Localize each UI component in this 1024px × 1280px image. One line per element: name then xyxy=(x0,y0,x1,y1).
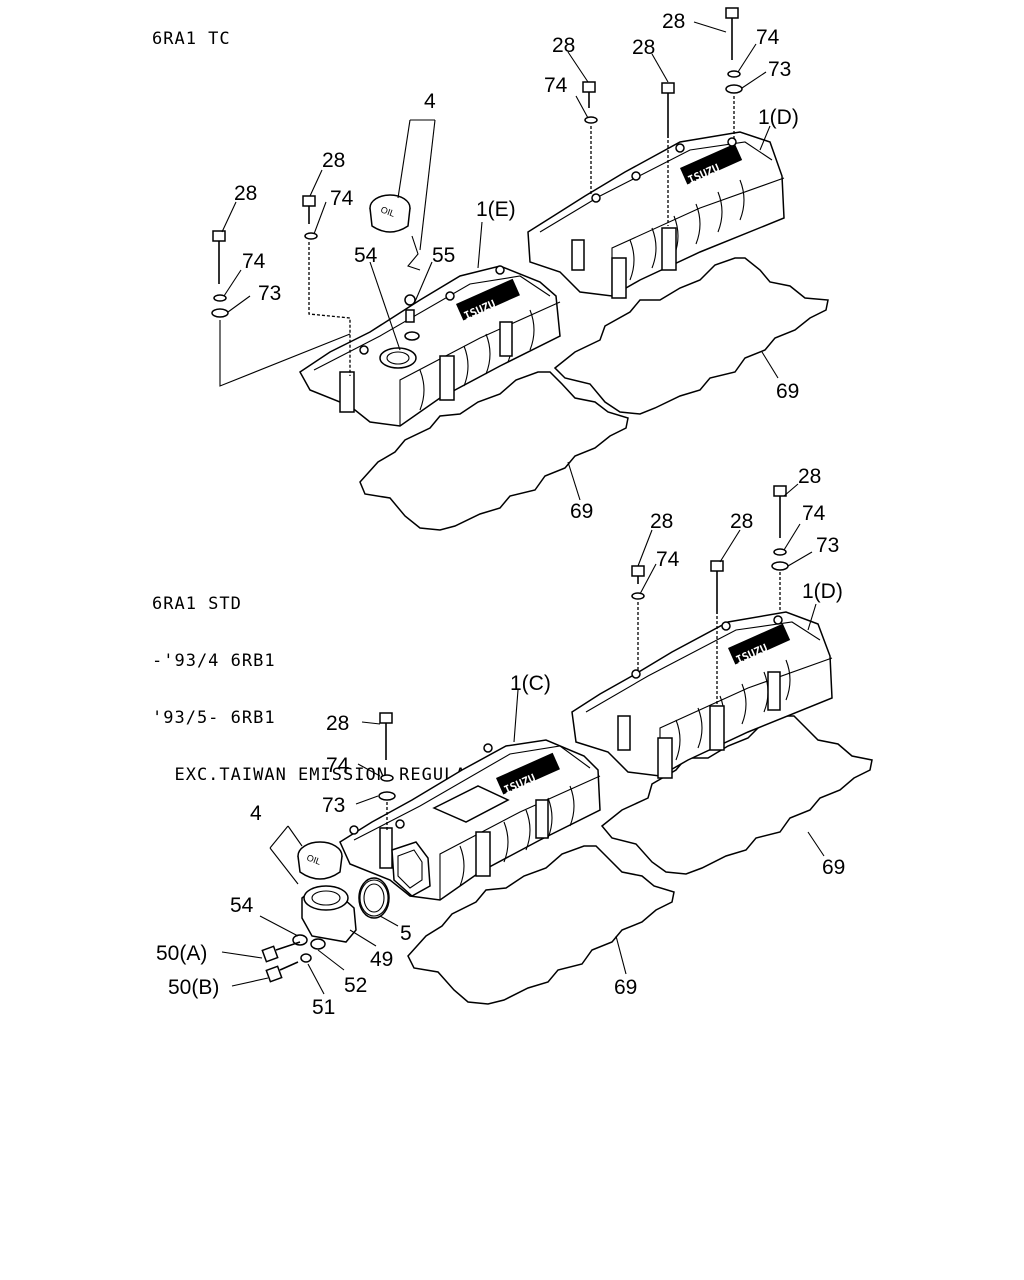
valve-cover-1e-top: ISUZU xyxy=(299,265,561,427)
callout-74: 74 xyxy=(330,187,354,210)
callout-54: 54 xyxy=(354,244,378,267)
valve-cover-1c-bottom: ISUZU xyxy=(339,739,601,901)
callout-28: 28 xyxy=(322,149,345,172)
callout-4: 4 xyxy=(250,802,262,825)
callout-73: 73 xyxy=(768,58,791,81)
gasket-69-left xyxy=(359,371,629,531)
callout-28: 28 xyxy=(662,10,685,33)
callout-69: 69 xyxy=(570,500,593,523)
callout-28: 28 xyxy=(798,465,821,488)
callout-74: 74 xyxy=(326,754,350,777)
section-line: 6RA1 STD xyxy=(152,594,242,614)
leader-lines-bottom xyxy=(221,483,825,995)
callout-74: 74 xyxy=(544,74,568,97)
oil-cap-text: OIL xyxy=(305,852,322,866)
callout-54: 54 xyxy=(230,894,254,917)
callout-50b: 50(B) xyxy=(168,976,219,999)
callout-49: 49 xyxy=(370,948,393,971)
section-line: '93/5- 6RB1 xyxy=(152,708,276,728)
callout-50a: 50(A) xyxy=(156,942,207,965)
callouts-top: 28 74 73 28 74 4 54 55 1(E) 28 74 28 28 … xyxy=(234,10,799,523)
callout-52: 52 xyxy=(344,974,367,997)
oil-cap-text: OIL xyxy=(379,204,396,218)
callout-1d: 1(D) xyxy=(802,580,843,603)
bottom-assembly: ISUZU ISUZU xyxy=(156,465,873,1019)
callout-28: 28 xyxy=(234,182,257,205)
callout-69: 69 xyxy=(614,976,637,999)
section-label-tc: 6RA1 TC xyxy=(152,30,231,49)
valve-cover-1d-bottom: ISUZU xyxy=(571,611,833,779)
callout-74: 74 xyxy=(242,250,266,273)
leader-lines-top xyxy=(221,21,779,501)
callout-74: 74 xyxy=(756,26,780,49)
callout-1c: 1(C) xyxy=(510,672,551,695)
callout-28: 28 xyxy=(326,712,349,735)
assembly-line xyxy=(308,242,351,376)
callout-28: 28 xyxy=(730,510,753,533)
callout-1d: 1(D) xyxy=(758,106,799,129)
top-assembly: ISUZU ISUZU OIL xyxy=(211,7,829,531)
callout-28: 28 xyxy=(632,36,655,59)
oil-filler-assembly-bottom: OIL xyxy=(292,841,389,950)
callout-4: 4 xyxy=(424,90,436,113)
gasket-69-right xyxy=(600,715,873,875)
bolts-top xyxy=(211,7,743,341)
oil-filler-cap-top: OIL xyxy=(369,194,421,271)
callout-69: 69 xyxy=(776,380,799,403)
callout-73: 73 xyxy=(322,794,345,817)
callout-28: 28 xyxy=(552,34,575,57)
gasket-69-left xyxy=(407,845,675,1005)
callout-73: 73 xyxy=(816,534,839,557)
assembly-line xyxy=(219,320,351,387)
callout-74: 74 xyxy=(802,502,826,525)
valve-cover-1d-top: ISUZU xyxy=(527,131,785,299)
callout-51: 51 xyxy=(312,996,335,1019)
section-line: -'93/4 6RB1 xyxy=(152,651,276,671)
o-ring-5 xyxy=(358,877,390,919)
callout-5: 5 xyxy=(400,922,412,945)
section-line: 6RA1 TC xyxy=(152,29,231,49)
callout-28: 28 xyxy=(650,510,673,533)
gasket-69-right xyxy=(553,257,829,415)
bolts-bottom xyxy=(261,485,789,983)
callouts-bottom: 28 74 28 28 74 73 1(D) 1(C) 28 74 73 4 5… xyxy=(156,465,845,1019)
callout-1e: 1(E) xyxy=(476,198,516,221)
callout-73: 73 xyxy=(258,282,281,305)
callout-74: 74 xyxy=(656,548,680,571)
callout-55: 55 xyxy=(432,244,455,267)
callout-69: 69 xyxy=(822,856,845,879)
